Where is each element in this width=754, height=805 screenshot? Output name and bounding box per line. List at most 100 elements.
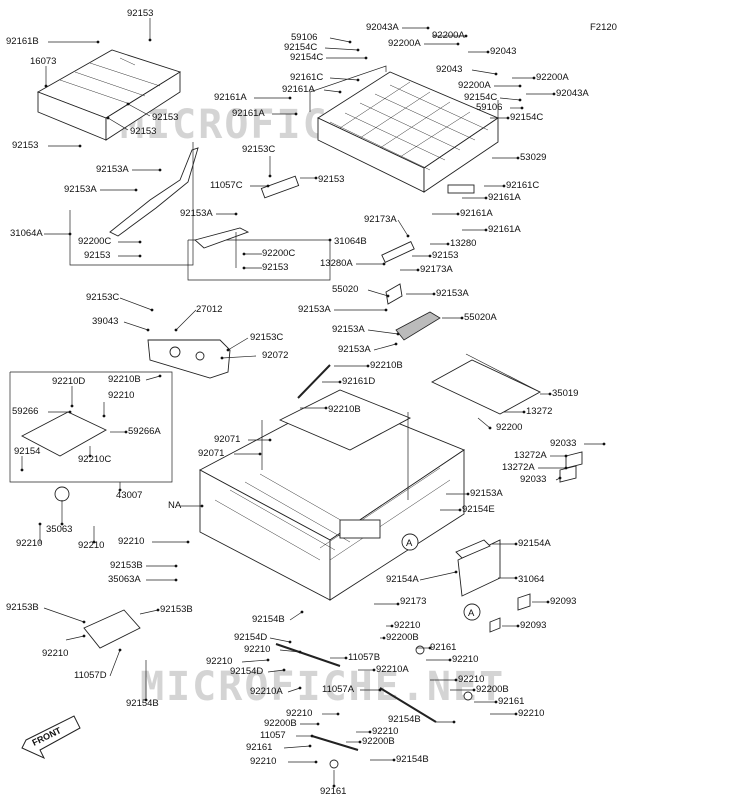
leader-dot: [266, 184, 270, 188]
leader-dot: [458, 508, 462, 512]
leader-dot: [446, 242, 450, 246]
part-number-label: 35019: [552, 388, 578, 399]
part-number-label: 92200C: [78, 236, 111, 247]
callout-box-31064A: [69, 142, 194, 266]
part-number-label: 11057D: [74, 670, 107, 681]
part-number-label: 92154B: [126, 698, 159, 709]
main-frame-drawing: [199, 389, 465, 601]
part-number-label: 92153: [127, 8, 153, 19]
leader-line: [109, 649, 121, 677]
side-panel-92154A-drawing: [455, 539, 491, 559]
part-number-label: 92154: [14, 446, 40, 457]
part-number-label: 92200: [496, 422, 522, 433]
part-number-label: 92153A: [338, 344, 371, 355]
leader-dot: [546, 600, 550, 604]
part-number-label: 11057A: [322, 684, 355, 695]
part-number-label: 59106: [291, 32, 317, 43]
leader-dot: [156, 608, 160, 612]
part-number-label: 92043: [490, 46, 516, 57]
part-number-label: 16073: [30, 56, 56, 67]
part-number-label: 92210C: [78, 454, 111, 465]
leader-dot: [338, 380, 342, 384]
part-number-label: 92153: [262, 262, 288, 273]
leader-dot: [456, 42, 460, 46]
leader-dot: [514, 712, 518, 716]
part-number-label: NA: [168, 500, 182, 511]
leader-dot: [454, 678, 458, 682]
part-number-label: 92210: [372, 726, 398, 737]
part-number-label: 92210A: [376, 664, 409, 675]
part-number-label: 92210B: [328, 404, 361, 415]
rod-92161D-drawing: [297, 364, 331, 399]
part-number-label: 92173: [400, 596, 426, 607]
part-number-label: 92153B: [110, 560, 143, 571]
leader-dot: [82, 620, 86, 624]
part-number-label: 92043A: [366, 22, 399, 33]
leader-dot: [200, 504, 204, 508]
callout-circle-a-2: [463, 603, 481, 621]
part-number-label: 92153A: [332, 324, 365, 335]
leader-line: [397, 219, 409, 237]
part-number-label: 92210: [78, 540, 104, 551]
leader-dot: [338, 90, 342, 94]
leader-dot: [392, 758, 396, 762]
leader-dot: [314, 760, 318, 764]
part-number-label: 92210B: [370, 360, 403, 371]
leader-line: [221, 355, 257, 359]
leader-line: [139, 609, 159, 615]
plate-92093-b: [489, 617, 501, 633]
leader-line: [419, 571, 457, 581]
leader-dot: [226, 348, 230, 352]
leader-line: [367, 329, 399, 335]
part-number-label: 92210B: [108, 374, 141, 385]
leader-dot: [242, 266, 246, 270]
leader-dot: [92, 540, 96, 544]
part-number-label: 11057B: [348, 652, 380, 663]
guard-bar-left-drawing: [109, 147, 199, 237]
leader-dot: [394, 342, 398, 346]
leader-dot: [396, 332, 400, 336]
bracket-27012-drawing: [147, 339, 231, 379]
leader-dot: [298, 686, 302, 690]
leader-dot: [356, 48, 360, 52]
part-number-label: 92154C: [464, 92, 497, 103]
leader-dot: [118, 648, 122, 652]
leader-dot: [448, 658, 452, 662]
part-number-label: 92210: [286, 708, 312, 719]
leader-dot: [358, 740, 362, 744]
watermark-bottom: MICROFICHE.NET: [140, 664, 505, 710]
leader-line: [107, 117, 129, 131]
guard-bar-right-drawing: [194, 227, 250, 268]
leader-dot: [158, 374, 162, 378]
leader-dot: [82, 634, 86, 638]
part-number-label: 92154D: [234, 632, 267, 643]
part-number-label: 92173A: [420, 264, 453, 275]
leader-dot: [106, 116, 110, 120]
leader-dot: [456, 212, 460, 216]
part-number-label: 13280: [450, 238, 476, 249]
plate-13280-drawing: [381, 241, 415, 263]
part-number-label: 35063: [46, 524, 72, 535]
callout-a-1: A: [406, 538, 413, 549]
part-number-label: 92210: [42, 648, 68, 659]
leader-dot: [298, 650, 302, 654]
part-number-label: 92153: [152, 112, 178, 123]
part-number-label: 92200A: [536, 72, 569, 83]
leader-dot: [432, 292, 436, 296]
leader-dot: [234, 212, 238, 216]
leader-line: [323, 89, 341, 93]
panel-35019-drawing: [431, 359, 541, 415]
leader-dot: [220, 356, 224, 360]
leader-dot: [522, 410, 526, 414]
part-number-label: 92154B: [396, 754, 429, 765]
leader-dot: [186, 540, 190, 544]
callout-box-43007: [9, 371, 173, 483]
leader-dot: [602, 442, 606, 446]
leader-dot: [258, 452, 262, 456]
part-number-label: 92210: [518, 708, 544, 719]
spring-a: [415, 645, 425, 655]
leader-line: [65, 635, 85, 641]
leader-dot: [516, 156, 520, 160]
leader-line: [279, 649, 301, 653]
leader-dot: [372, 668, 376, 672]
